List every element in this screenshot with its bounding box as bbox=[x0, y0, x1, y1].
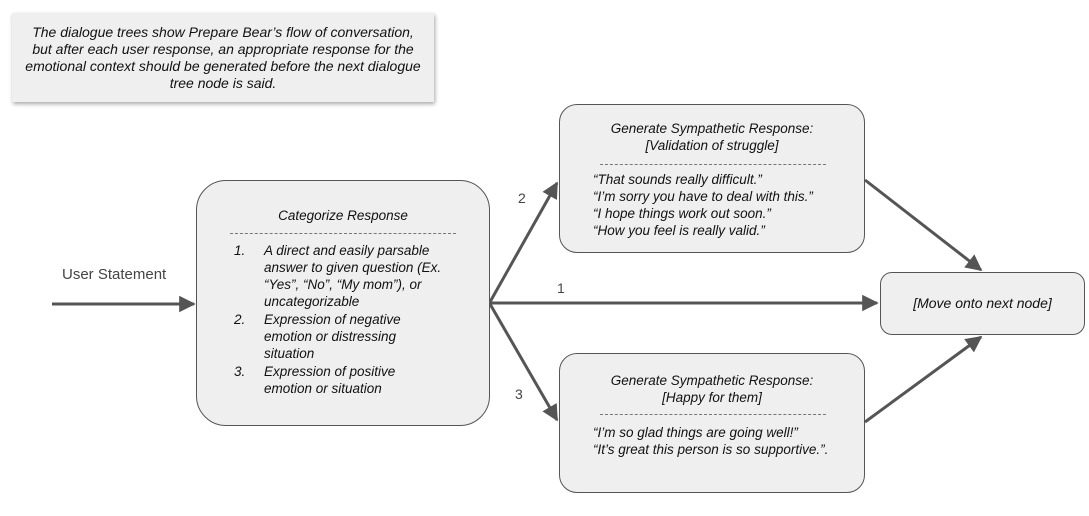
sympathy-title: Generate Sympathetic Response: [Validati… bbox=[560, 120, 864, 154]
user-statement-label: User Statement bbox=[62, 266, 167, 283]
sympathetic-response-positive-box: Generate Sympathetic Response: [Happy fo… bbox=[559, 353, 865, 493]
divider bbox=[600, 164, 826, 165]
sympathy-title-line1: Generate Sympathetic Response: bbox=[610, 373, 814, 388]
phrase-list: “That sounds really difficult.” “I’m sor… bbox=[593, 171, 858, 239]
categorize-title: Categorize Response bbox=[278, 208, 408, 223]
arrow-negative-to-next bbox=[864, 178, 983, 272]
arrow-branch-3 bbox=[488, 303, 559, 422]
phrase-item: “That sounds really difficult.” bbox=[593, 172, 762, 187]
sympathetic-response-negative-box: Generate Sympathetic Response: [Validati… bbox=[559, 104, 865, 253]
category-item: 2. Expression of negative emotion or dist… bbox=[234, 311, 444, 362]
item-number: 1. bbox=[234, 243, 246, 258]
sympathy-title: Generate Sympathetic Response: [Happy fo… bbox=[560, 372, 864, 406]
phrase-item: “How you feel is really valid.” bbox=[593, 223, 765, 238]
category-item: 3. Expression of positive emotion or situ… bbox=[234, 363, 444, 397]
item-text: Expression of positive emotion or situat… bbox=[264, 364, 396, 396]
sympathy-title-line2: [Validation of struggle] bbox=[645, 138, 779, 153]
next-node-label: [Move onto next node] bbox=[913, 295, 1052, 311]
arrow-branch-2 bbox=[488, 181, 559, 303]
next-node-box: [Move onto next node] bbox=[880, 272, 1085, 335]
branch-label-2: 2 bbox=[518, 190, 526, 206]
phrase-item: “I’m sorry you have to deal with this.” bbox=[593, 189, 813, 204]
phrase-item: “I’m so glad things are going well!” bbox=[593, 425, 798, 440]
phrase-list: “I’m so glad things are going well!” “It… bbox=[593, 424, 843, 458]
phrase-item: “I hope things work out soon.” bbox=[593, 206, 771, 221]
item-number: 3. bbox=[234, 364, 246, 379]
sympathy-title-line2: [Happy for them] bbox=[662, 390, 762, 405]
item-text: Expression of negative emotion or distre… bbox=[264, 312, 401, 361]
note-text: The dialogue trees show Prepare Bear’s f… bbox=[25, 23, 421, 91]
category-item: 1. A direct and easily parsable answer to… bbox=[234, 242, 444, 310]
divider bbox=[230, 233, 456, 234]
branch-label-3: 3 bbox=[515, 386, 523, 402]
item-text: A direct and easily parsable answer to g… bbox=[264, 243, 442, 309]
explanation-note: The dialogue trees show Prepare Bear’s f… bbox=[12, 13, 434, 102]
sympathy-title-line1: Generate Sympathetic Response: bbox=[610, 121, 814, 136]
branch-label-1: 1 bbox=[557, 280, 565, 296]
category-list: 1. A direct and easily parsable answer to… bbox=[234, 242, 444, 398]
arrow-positive-to-next bbox=[864, 335, 983, 424]
phrase-item: “It’s great this person is so supportive… bbox=[593, 442, 829, 457]
item-number: 2. bbox=[234, 312, 246, 327]
categorize-response-box: Categorize Response 1. A direct and easil… bbox=[196, 180, 490, 426]
divider bbox=[600, 414, 826, 415]
